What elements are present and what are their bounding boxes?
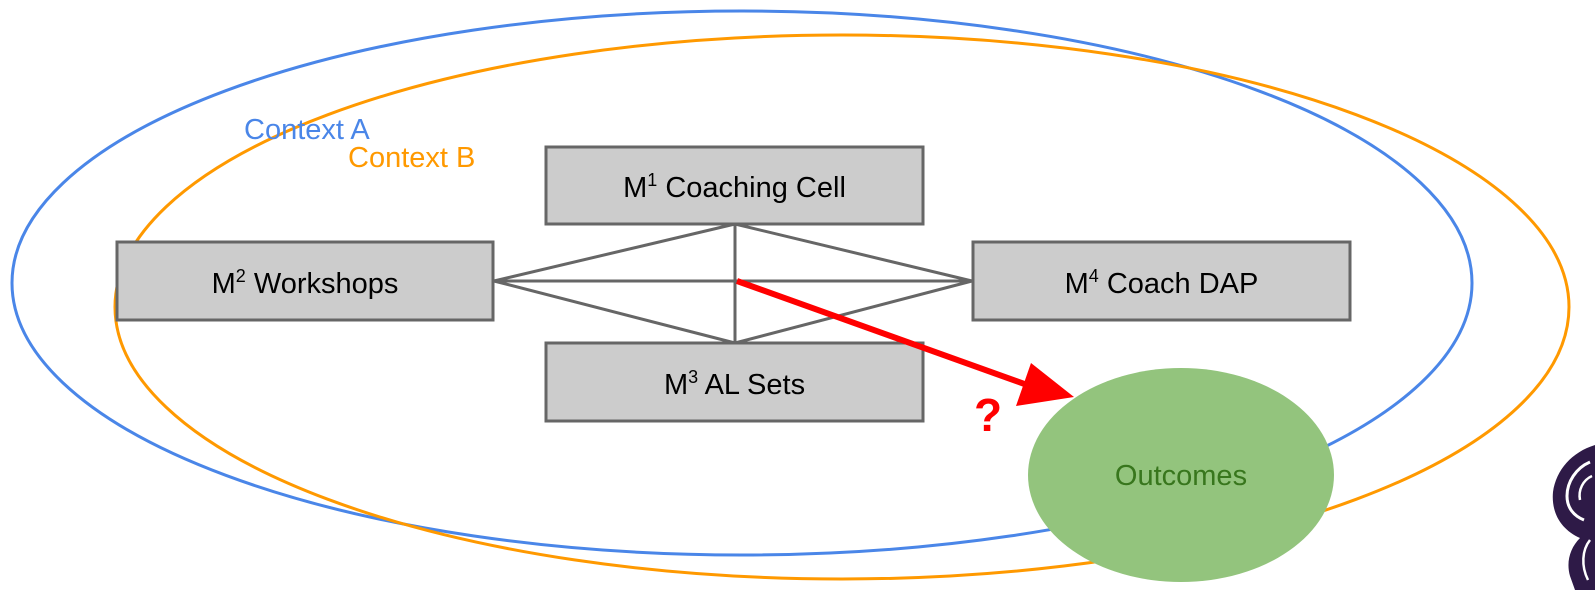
svg-text:M4 Coach DAP: M4 Coach DAP: [1065, 266, 1259, 300]
connector-m3-m4: [734, 279, 973, 345]
m1-prefix: M: [623, 172, 647, 204]
outcomes-label: Outcomes: [1115, 460, 1247, 492]
m4-label: Coach DAP: [1099, 268, 1259, 300]
svg-text:M3 AL Sets: M3 AL Sets: [664, 367, 805, 401]
mechanism-box-m4: M4 Coach DAP: [971, 240, 1352, 322]
m1-label: Coaching Cell: [657, 172, 846, 204]
svg-text:M1 Coaching Cell: M1 Coaching Cell: [623, 170, 846, 204]
logo-icon: [1552, 445, 1595, 590]
context-a-ellipse: [10, 9, 1474, 557]
m2-prefix: M: [212, 268, 236, 300]
mechanism-box-m3: M3 AL Sets: [544, 341, 925, 423]
m2-label: Workshops: [246, 268, 399, 300]
m1-superscript: 1: [647, 170, 657, 190]
m4-superscript: 4: [1089, 266, 1099, 286]
m3-superscript: 3: [688, 367, 698, 387]
context-b-label: Context B: [348, 142, 475, 174]
context-a-label: Context A: [244, 114, 370, 146]
arrowhead-icon: [1016, 363, 1074, 406]
connector-m2-m1: [493, 222, 736, 283]
mechanism-box-m1: M1 Coaching Cell: [544, 145, 925, 226]
question-mark: ?: [974, 389, 1002, 441]
svg-text:M2 Workshops: M2 Workshops: [212, 266, 399, 300]
m3-prefix: M: [664, 369, 688, 401]
outcomes-node: Outcomes: [1028, 368, 1334, 582]
connector-m1-m4: [734, 222, 973, 283]
mechanism-connectors: [493, 222, 973, 345]
m4-prefix: M: [1065, 268, 1089, 300]
causal-arrow: [735, 278, 1074, 406]
mechanism-box-m2: M2 Workshops: [115, 240, 495, 322]
m2-superscript: 2: [236, 266, 246, 286]
connector-m2-m3: [493, 279, 736, 345]
context-b-ellipse: [113, 33, 1571, 581]
m3-label: AL Sets: [698, 369, 805, 401]
